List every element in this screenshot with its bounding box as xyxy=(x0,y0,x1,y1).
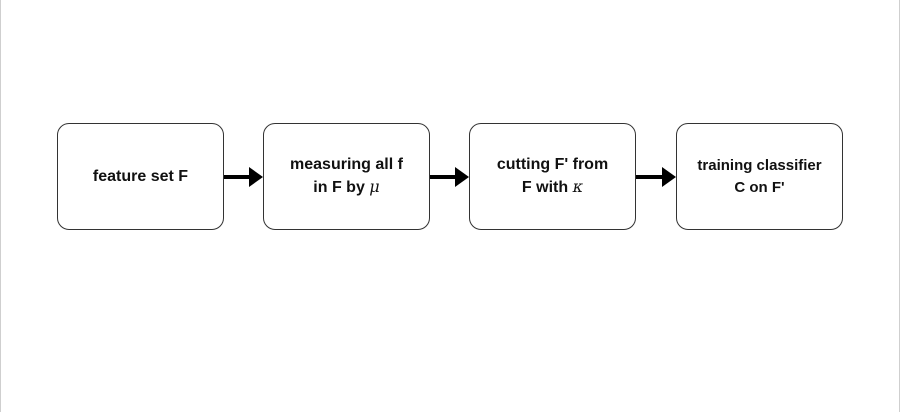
step-2-mu-symbol: μ xyxy=(369,177,380,196)
step-box-cutting: cutting F' from F with κ xyxy=(469,123,636,230)
step-3-kappa-symbol: κ xyxy=(572,177,584,196)
step-3-line2-text: F with xyxy=(521,179,573,196)
step-3-line1: cutting F' from xyxy=(496,156,609,173)
step-2-line2: in F by μ xyxy=(290,176,403,199)
step-2-line1: measuring all f xyxy=(290,156,403,173)
arrow-3-to-4 xyxy=(636,167,676,187)
step-2-line2-text: in F by xyxy=(313,179,370,196)
step-3-line2: F with κ xyxy=(497,176,608,199)
step-4-line2: C on F' xyxy=(734,178,785,196)
arrow-1-to-2 xyxy=(224,167,263,187)
step-box-measuring: measuring all f in F by μ xyxy=(263,123,430,230)
step-box-feature-set: feature set F xyxy=(57,123,224,230)
step-1-label: feature set F xyxy=(92,167,189,185)
step-box-training: training classifier C on F' xyxy=(676,123,843,230)
arrow-2-to-3 xyxy=(430,167,469,187)
step-4-line1: training classifier xyxy=(697,156,822,174)
